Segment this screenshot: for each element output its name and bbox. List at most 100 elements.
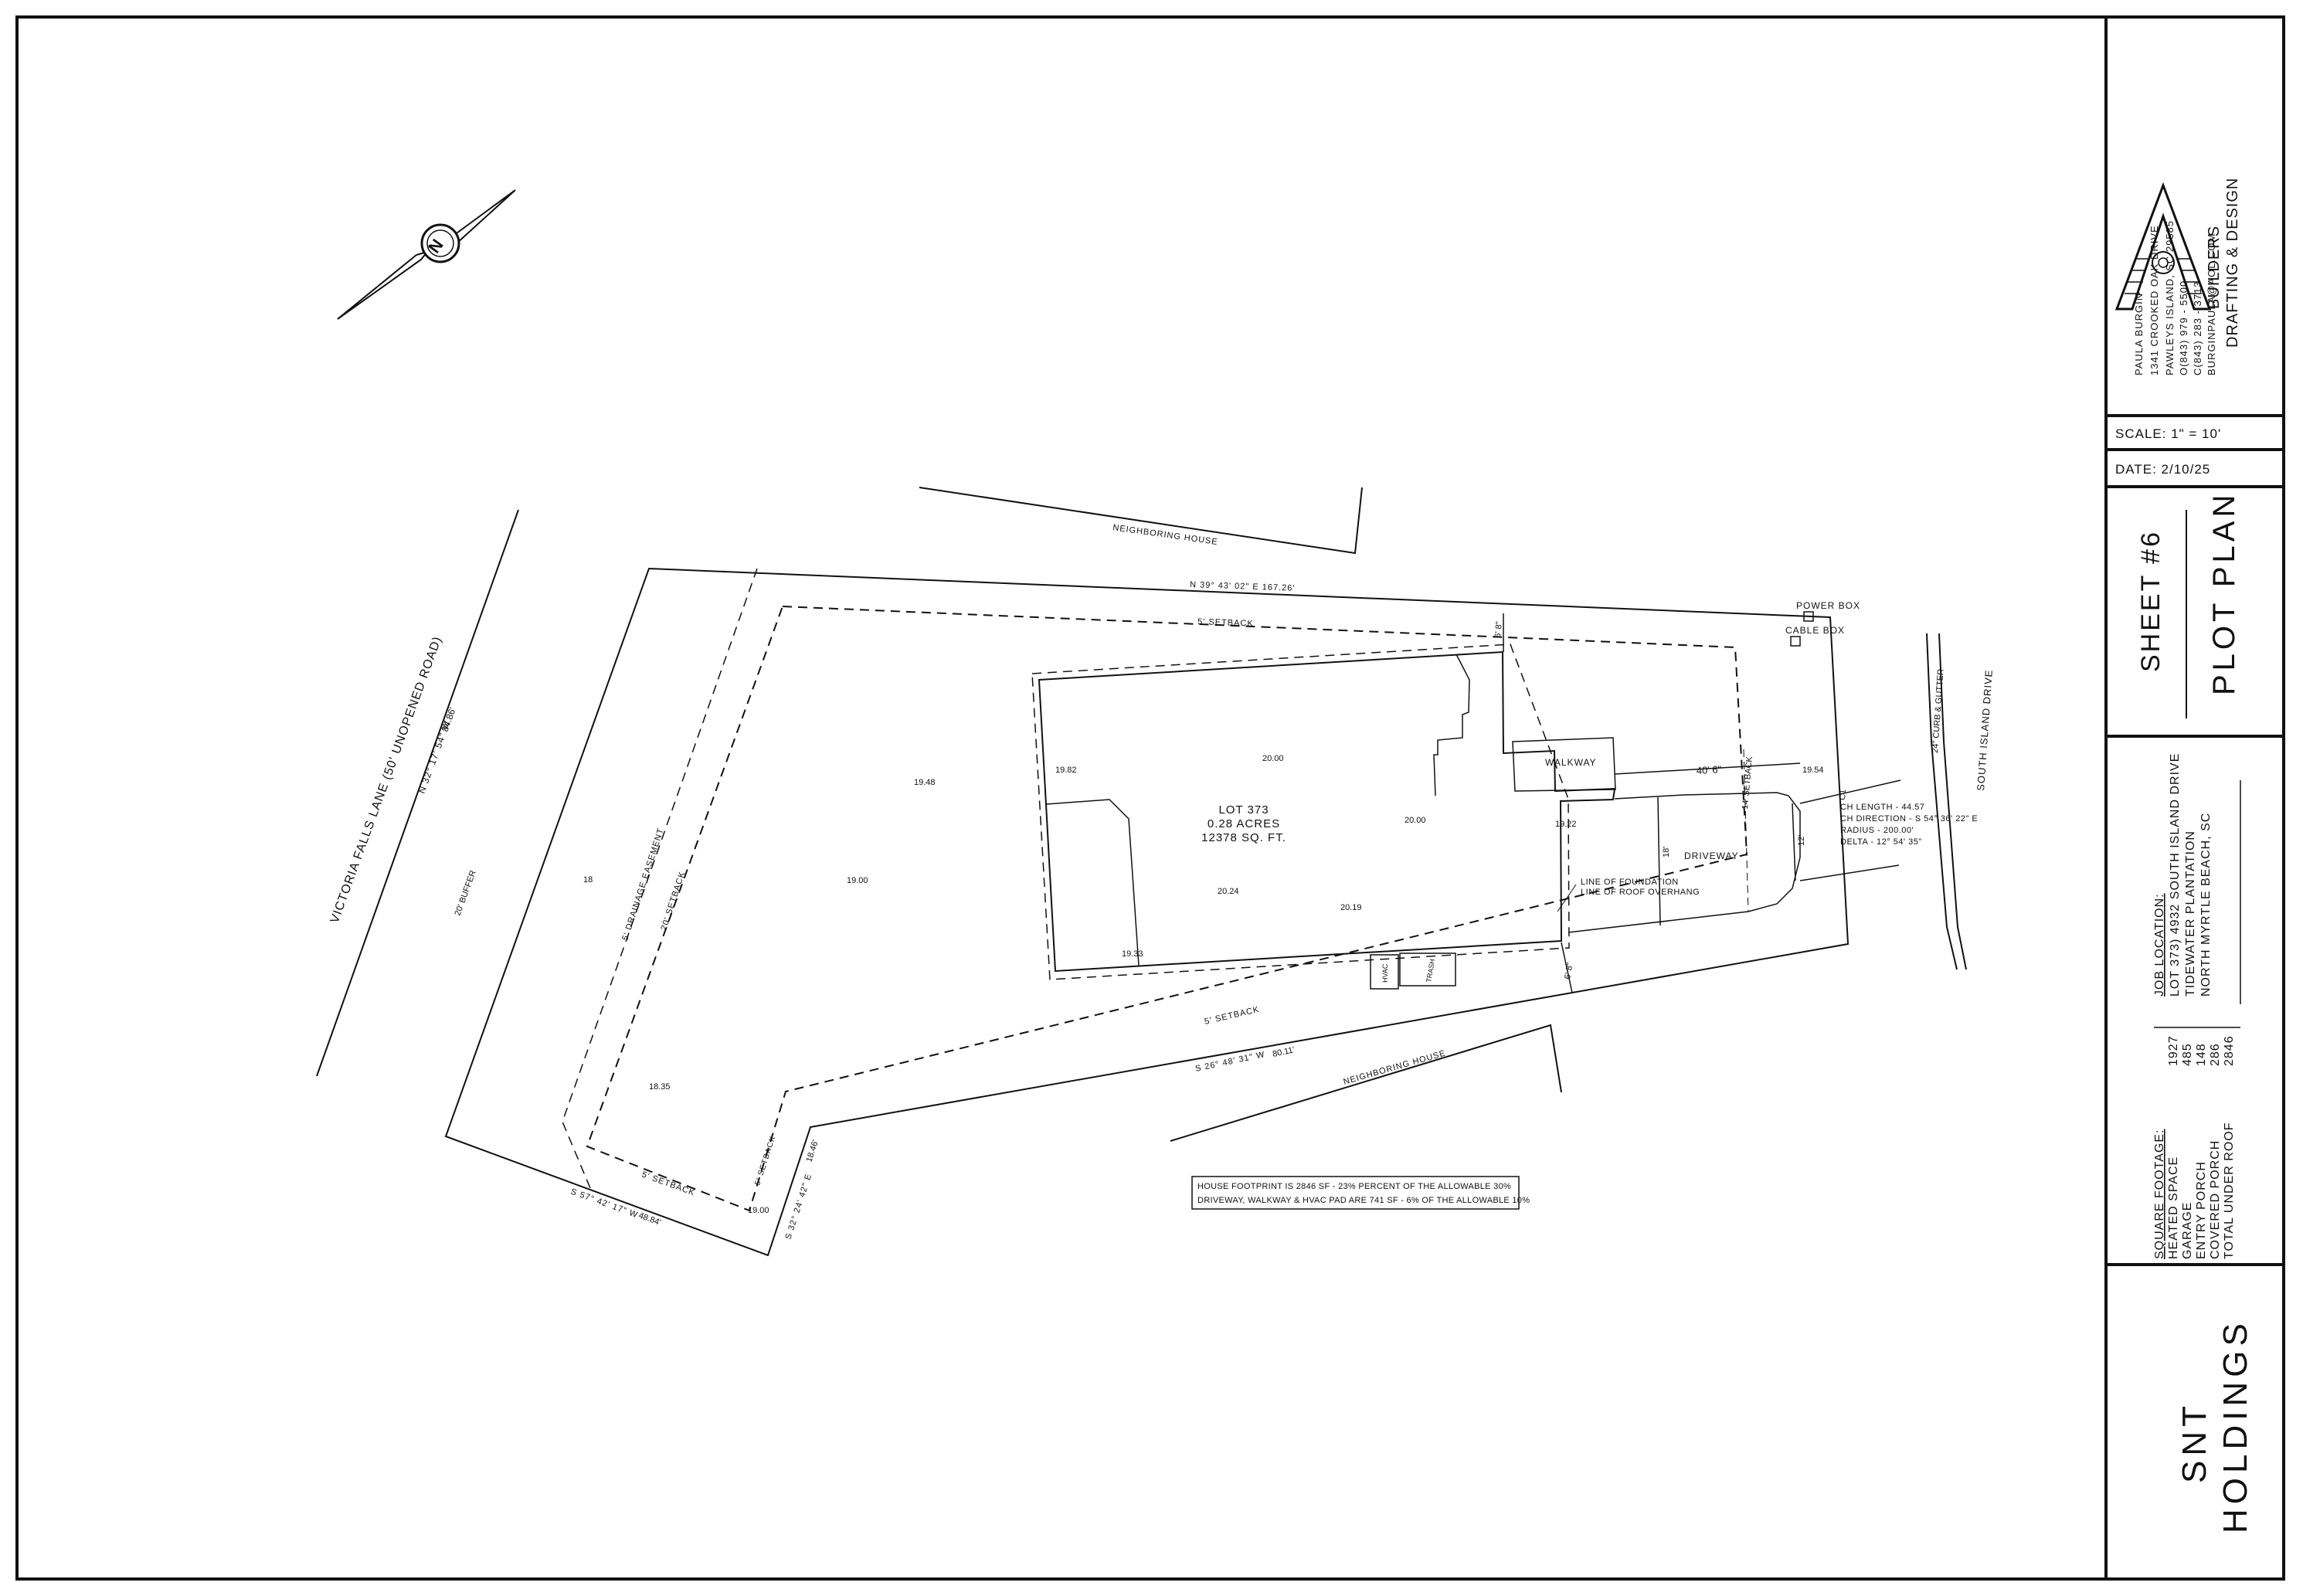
road-right-label: SOUTH ISLAND DRIVE xyxy=(1975,669,1995,791)
foundation-leader xyxy=(1557,884,1577,912)
logo-line1: BUILDERS xyxy=(2206,226,2223,309)
sqft-label-2: ENTRY PORCH xyxy=(2195,1161,2208,1259)
dim-40-6-line xyxy=(1614,762,1801,775)
company-name: PAULA BURGIN xyxy=(2133,293,2145,375)
elev-1954: 19.54 xyxy=(1802,766,1824,775)
neighbor-bottom-label: NEIGHBORING HOUSE xyxy=(1343,1048,1447,1086)
sheet-title: PLOT PLAN xyxy=(2207,491,2241,695)
elev-1982: 19.82 xyxy=(1055,766,1077,775)
elev-1900: 19.00 xyxy=(847,876,868,885)
setback-14-line xyxy=(1743,749,1749,912)
dim-12-line xyxy=(1792,803,1796,881)
elev-18: 18 xyxy=(583,875,593,885)
company-phone-o: O(843) 979 - 5500 xyxy=(2178,280,2189,375)
lot-acres: 0.28 ACRES xyxy=(1208,817,1280,830)
elev-1948: 19.48 xyxy=(914,778,936,787)
sheet-border xyxy=(15,15,2285,1581)
company-phone-c: C(843) 283 - 3713 xyxy=(2192,280,2203,375)
elev-1933: 19.33 xyxy=(1122,949,1143,959)
sqft-heading: SQUARE FOOTAGE: xyxy=(2153,1129,2166,1260)
line-foundation-label: LINE OF FOUNDATION xyxy=(1581,878,1679,887)
elev-1900b: 19.00 xyxy=(748,1206,769,1215)
house-roof-overhang xyxy=(1031,643,1570,980)
drainage-easement-line xyxy=(562,568,758,1189)
hvac-label: HVAC xyxy=(1381,963,1389,983)
setback-top-label: 5' SETBACK xyxy=(1197,617,1254,629)
setback-line xyxy=(586,606,1748,1212)
right-bottom-dist: 18.46' xyxy=(804,1139,820,1163)
curve-ch-direction: CH DIRECTION - S 54° 36' 22" E xyxy=(1840,814,1978,823)
setback-bottom-label: 5' SETBACK xyxy=(1204,1005,1260,1027)
setback-rear-label: 5' SETBACK xyxy=(753,1135,777,1187)
north-arrow: N xyxy=(337,189,516,320)
cable-box xyxy=(1790,636,1801,647)
company-address2: PAWLEYS ISLAND, SC 29585 xyxy=(2164,220,2176,375)
job-line2: TIDEWATER PLANTATION xyxy=(2184,830,2197,997)
garage-outline xyxy=(1045,799,1140,966)
trash-pad xyxy=(1399,953,1456,986)
title-block xyxy=(2104,15,2285,1581)
elev-2000b: 20.00 xyxy=(1405,816,1426,825)
sqft-value-4: 2846 xyxy=(2223,1035,2236,1066)
elev-2024: 20.24 xyxy=(1218,887,1239,896)
company-logo xyxy=(2114,182,2212,311)
setback-bl-label: 5' SETBACK xyxy=(640,1170,696,1198)
curve-delta: DELTA - 12° 54' 35" xyxy=(1840,837,1922,847)
road-left-line xyxy=(316,509,519,1077)
curve-radius: RADIUS - 200.00' xyxy=(1840,826,1914,835)
property-boundary xyxy=(444,567,1850,1257)
elev-2000a: 20.00 xyxy=(1262,754,1284,763)
left-bottom-dist: 48.84' xyxy=(637,1211,662,1228)
driveway-apron xyxy=(1799,864,1900,881)
trash-label: TRASH xyxy=(1425,959,1436,983)
drainage-easement-label: 5' DRAINAGE EASEMENT xyxy=(620,827,665,942)
neighbor-bottom-outline xyxy=(1170,1024,1562,1142)
job-line3: NORTH MYRTLE BEACH, SC xyxy=(2199,813,2213,997)
logo-line2: DRAFTING & DESIGN xyxy=(2224,178,2241,348)
driveway-label: DRIVEWAY xyxy=(1684,851,1739,861)
road-left-dist: 84.86' xyxy=(440,706,458,733)
sqft-value-3: 286 xyxy=(2209,1043,2222,1066)
job-line1: LOT 373) 4932 SOUTH ISLAND DRIVE xyxy=(2169,753,2182,997)
house-foundation xyxy=(1038,650,1616,973)
sqft-label-1: GARAGE xyxy=(2181,1202,2194,1259)
notes-box xyxy=(1191,1176,1520,1210)
dim-18-line xyxy=(1657,796,1661,926)
walkway-label: WALKWAY xyxy=(1545,757,1597,768)
note-driveway: DRIVEWAY, WALKWAY & HVAC PAD ARE 741 SF … xyxy=(1197,1196,1530,1205)
dim-18-label: 18' xyxy=(1662,847,1671,857)
buffer-label: 20' BUFFER xyxy=(453,869,478,917)
company-address1: 1341 CROOKED OAK DRIVE xyxy=(2148,225,2160,375)
lot-number: LOT 373 xyxy=(1218,803,1269,817)
dim-bottom-label: 6' 8" xyxy=(1563,962,1575,980)
sqft-label-4: TOTAL UNDER ROOF xyxy=(2223,1122,2236,1260)
cable-box-label: CABLE BOX xyxy=(1785,625,1845,636)
elev-1922: 19.22 xyxy=(1555,820,1577,829)
neighbor-top-outline xyxy=(919,487,1363,555)
bottom-dist: 80.11' xyxy=(1272,1045,1296,1059)
dim-bottom-line xyxy=(1561,942,1573,993)
neighbor-top-label: NEIGHBORING HOUSE xyxy=(1112,523,1219,547)
line-overhang-label: LINE OF ROOF OVERHANG xyxy=(1581,888,1700,897)
elev-1835: 18.35 xyxy=(649,1082,671,1092)
client-line1: SNT xyxy=(2176,1401,2213,1483)
sqft-value-2: 148 xyxy=(2195,1043,2208,1066)
driveway-apron-top xyxy=(1799,779,1901,804)
driveway-outline xyxy=(1568,792,1801,933)
date-label: DATE: 2/10/25 xyxy=(2115,462,2210,477)
dim-12-label: 12' xyxy=(1797,835,1806,846)
setback-14-label: 14' SETBACK xyxy=(1741,756,1754,810)
company-email: BURGINPAULA@AOL.COM xyxy=(2206,233,2217,375)
sqft-label-3: COVERED PORCH xyxy=(2209,1140,2222,1259)
client-line2: HOLDINGS xyxy=(2216,1319,2254,1533)
power-box xyxy=(1803,611,1814,622)
sqft-label-0: HEATED SPACE xyxy=(2167,1156,2180,1259)
note-footprint: HOUSE FOOTPRINT IS 2846 SF - 23% PERCENT… xyxy=(1197,1182,1511,1191)
elev-2019: 20.19 xyxy=(1340,903,1362,912)
curve-label: C1 xyxy=(1838,789,1848,800)
sqft-value-0: 1927 xyxy=(2167,1035,2180,1066)
sheet-number: SHEET #6 xyxy=(2136,530,2165,672)
lot-sqft: 12378 SQ. FT. xyxy=(1201,831,1286,844)
hvac-pad xyxy=(1370,954,1399,990)
